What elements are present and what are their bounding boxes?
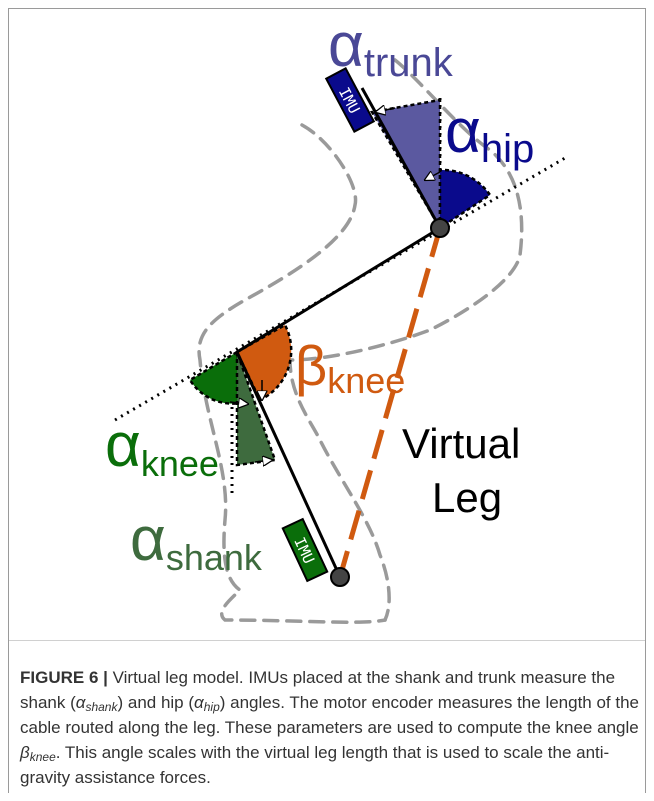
figure-frame xyxy=(8,8,646,793)
alpha-shank-label: αshank xyxy=(130,505,263,578)
knee-arrow xyxy=(229,402,248,404)
caption-figure-label: FIGURE 6 | xyxy=(20,668,108,687)
caption-knee-subscript: knee xyxy=(29,750,56,764)
caption-shank-symbol: α xyxy=(75,693,86,712)
virtual-leg-label-line2: Leg xyxy=(432,474,502,521)
caption-text-3: ) angles. The motor encoder measures the… xyxy=(20,693,640,737)
thigh-segment xyxy=(236,226,441,354)
beta-knee-label: βknee xyxy=(295,334,405,401)
trunk-arrow xyxy=(376,108,396,112)
alpha-hip-sector xyxy=(438,168,492,231)
caption-hip-subscript: hip xyxy=(203,700,220,714)
hip-joint xyxy=(430,218,450,238)
leg-outline-back xyxy=(197,123,387,624)
ankle-joint xyxy=(330,567,350,587)
hip-arrow xyxy=(425,172,441,180)
caption-shank-subscript: shank xyxy=(85,700,118,714)
virtual-leg-label-line1: Virtual xyxy=(402,420,520,467)
angle-arrows xyxy=(229,108,441,462)
caption-knee-symbol: β xyxy=(20,743,30,762)
alpha-hip-label: αhip xyxy=(445,97,534,171)
caption-text-1: Virtual leg model. IMUs placed at the sh… xyxy=(20,668,616,712)
alpha-trunk-label: αtrunk xyxy=(328,11,454,85)
caption-text-4: . This angle scales with the virtual leg… xyxy=(20,743,610,787)
alpha-shank-sector xyxy=(235,351,277,467)
caption-divider xyxy=(9,640,645,641)
virtual-leg-line xyxy=(337,227,443,578)
caption-text-2: ) and hip ( xyxy=(117,693,195,712)
virtual-leg-diagram: IMU IMU αtrunk αhip βknee αknee αshank V… xyxy=(105,11,566,624)
shank-segment xyxy=(235,351,342,578)
shank-arrow xyxy=(254,460,272,462)
imu-shank: IMU xyxy=(281,517,329,583)
leg-outline-front xyxy=(288,58,524,622)
leg-outline xyxy=(197,58,524,624)
caption-hip-symbol: α xyxy=(194,693,204,712)
figure-caption: FIGURE 6 | Virtual leg model. IMUs place… xyxy=(20,665,640,790)
alpha-knee-label: αknee xyxy=(105,411,219,484)
